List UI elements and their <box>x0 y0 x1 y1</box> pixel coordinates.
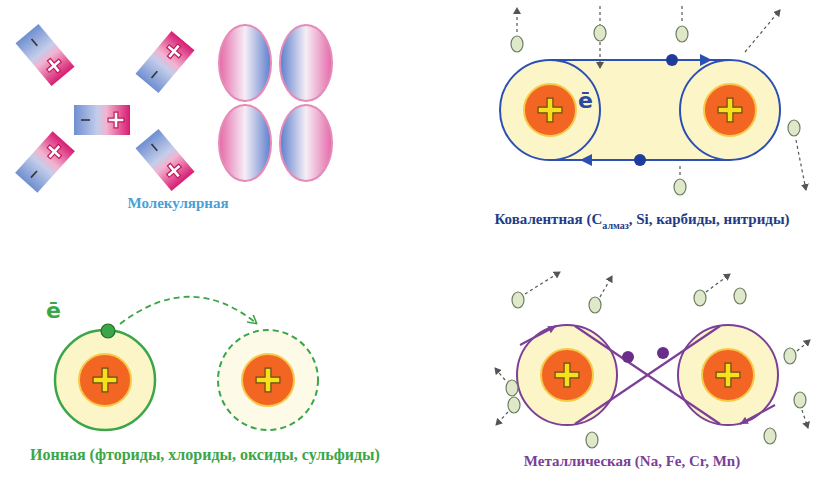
caption-text: , Si, карбиды, нитриды) <box>629 211 790 228</box>
label-holder: Ионная (фториды, хлориды, оксиды, сульфи… <box>30 446 380 464</box>
caption-row: Ковалентная (Cалмаз, Si, карбиды, нитрид… <box>494 210 789 228</box>
caption-text: Молекулярная <box>127 195 228 211</box>
label-holder: ē <box>578 88 593 113</box>
caption-text: алмаз <box>602 220 628 232</box>
caption-text: Ковалентная (C <box>494 211 602 228</box>
caption-text: Ионная (фториды, хлориды, оксиды, сульфи… <box>30 446 380 463</box>
caption-text: Металлическая (Na, Fe, Cr, Mn) <box>524 453 740 469</box>
label-holder: Молекулярная <box>127 194 228 212</box>
electron-symbol: ē <box>46 298 61 323</box>
electron-symbol: ē <box>578 88 593 113</box>
label-holder: Металлическая (Na, Fe, Cr, Mn) <box>524 452 740 470</box>
label-holder: ē <box>46 298 61 323</box>
